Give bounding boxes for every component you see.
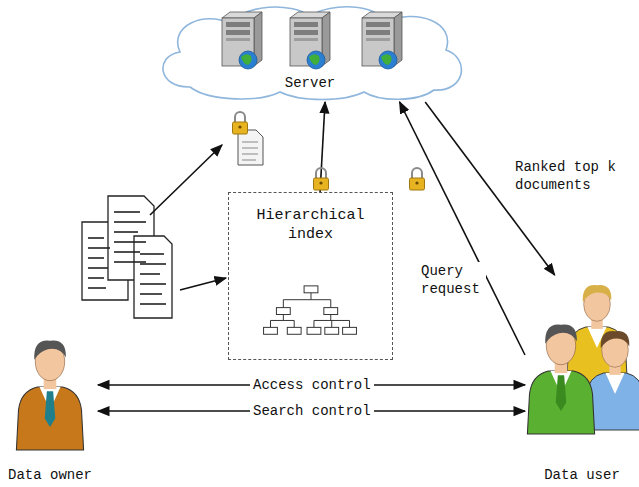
node-label: Data owner — [8, 467, 92, 485]
tree-icon — [264, 286, 357, 334]
lock-icon — [233, 112, 248, 134]
data-owner: Data owner — [2, 335, 98, 485]
lock-icon — [410, 168, 425, 190]
lock-icon — [314, 168, 329, 190]
connector-arrow — [400, 102, 525, 355]
document-stack — [82, 196, 172, 318]
server-icon — [290, 12, 330, 69]
server-cloud: Server — [150, 2, 470, 102]
node-label: Hierarchical index — [246, 207, 376, 245]
server-icon — [222, 12, 262, 69]
node-label: Server — [285, 75, 335, 93]
cloud-outline — [163, 7, 461, 100]
node-label: Data user — [544, 467, 620, 485]
index-box: Hierarchical index — [228, 192, 393, 360]
encrypted-document — [238, 130, 263, 165]
edge-label: Query request — [418, 262, 486, 299]
upload-arrow — [150, 145, 222, 215]
index-arrow — [180, 278, 226, 290]
data-user: Data user — [525, 275, 639, 485]
edge-label: Search control — [250, 402, 374, 422]
server-icon — [362, 12, 402, 69]
edge-label: Ranked top k documents — [512, 158, 626, 195]
owner-figure — [16, 341, 83, 450]
user-group — [527, 285, 639, 434]
edge-label: Access control — [250, 376, 374, 396]
